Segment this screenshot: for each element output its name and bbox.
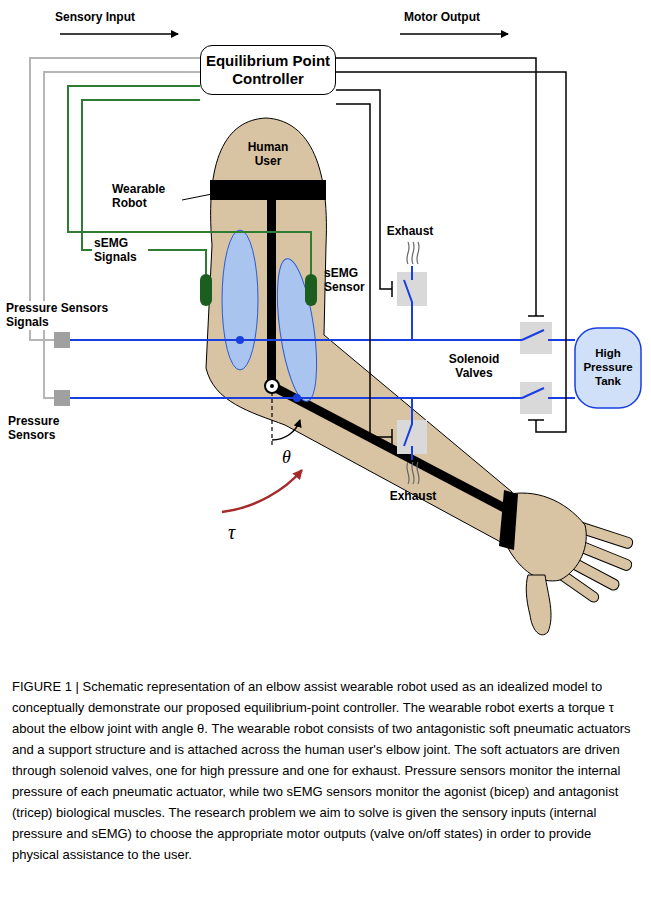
robot-wrist-band [499, 490, 518, 550]
angle-symbol: θ [282, 447, 291, 469]
part-label: Human User [238, 140, 298, 169]
pressure-sensor [54, 390, 70, 406]
pressure-sensor [54, 332, 70, 348]
torque-arrow [222, 470, 302, 512]
air-port [236, 336, 244, 344]
joint-pin [270, 384, 274, 388]
signal-label: sEMG Signals [92, 236, 148, 265]
semg-sensor [200, 274, 212, 306]
controller-box: Equilibrium Point Controller [200, 45, 336, 95]
control-lines [336, 58, 566, 445]
air-port [293, 394, 301, 402]
human-hand [505, 493, 634, 635]
part-label: Solenoid Valves [436, 352, 512, 381]
exhaust-label: Exhaust [390, 489, 437, 503]
air-lines [70, 266, 575, 460]
angle-arc [272, 420, 300, 440]
elbow-joint [265, 379, 279, 393]
io-label: Sensory Input [55, 10, 135, 24]
semg-signal-wire [68, 86, 311, 276]
node-text: Equilibrium Point Controller [205, 52, 331, 88]
leader-line [182, 192, 222, 200]
torque-symbol: τ [228, 520, 235, 544]
agonist-actuator [222, 230, 258, 370]
part-label: Pressure Sensors [8, 414, 78, 443]
node-text: High Pressure Tank [580, 347, 636, 388]
exhaust-symbol [407, 242, 419, 484]
io-label: Motor Output [404, 10, 480, 24]
tank-outline [575, 328, 641, 408]
figure-caption: FIGURE 1 | Schematic representation of a… [12, 676, 639, 865]
semg-signal-wire [82, 100, 206, 276]
part-label: sEMG Sensor [324, 266, 374, 295]
robot-band [210, 180, 326, 200]
part-label: Wearable Robot [112, 182, 178, 211]
signal-label: Pressure Sensors Signals [4, 301, 112, 330]
solenoid-valves [397, 272, 552, 454]
human-arm [206, 118, 512, 546]
robot-forearm-bar [272, 386, 512, 512]
output-arrow [400, 33, 508, 35]
exhaust-label: Exhaust [387, 224, 434, 238]
tank-label-box: High Pressure Tank [576, 341, 640, 394]
semg-sensor [305, 274, 317, 306]
input-arrow [60, 33, 178, 35]
robot-upper-bar [267, 198, 276, 386]
